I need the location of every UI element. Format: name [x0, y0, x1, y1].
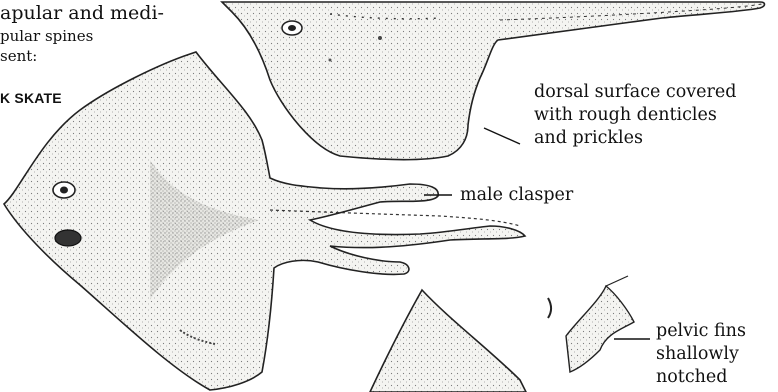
upper-disc: [222, 2, 765, 160]
dorsal-label-line-1: dorsal surface covered: [534, 82, 736, 103]
lower-fragment: [370, 276, 634, 392]
note-line-2: pular spines: [0, 27, 93, 46]
pelvic-label-line-1: pelvic fins: [656, 321, 746, 342]
pelvic-label-line-2: shallowly: [656, 344, 739, 365]
species-header: K SKATE: [0, 90, 62, 106]
pelvic-label-line-3: notched: [656, 367, 727, 388]
spiracle: [55, 230, 81, 246]
dorsal-label-line-2: with rough denticles: [534, 105, 717, 126]
note-line-1: apular and medi-: [0, 2, 164, 24]
pelvic-fin: [566, 286, 634, 372]
note-line-3: sent:: [0, 47, 37, 66]
dorsal-label-line-3: and prickles: [534, 128, 643, 149]
dorsal-pointer: [484, 128, 520, 144]
clasper-label: male clasper: [460, 185, 573, 206]
upper-skate: [222, 2, 765, 160]
